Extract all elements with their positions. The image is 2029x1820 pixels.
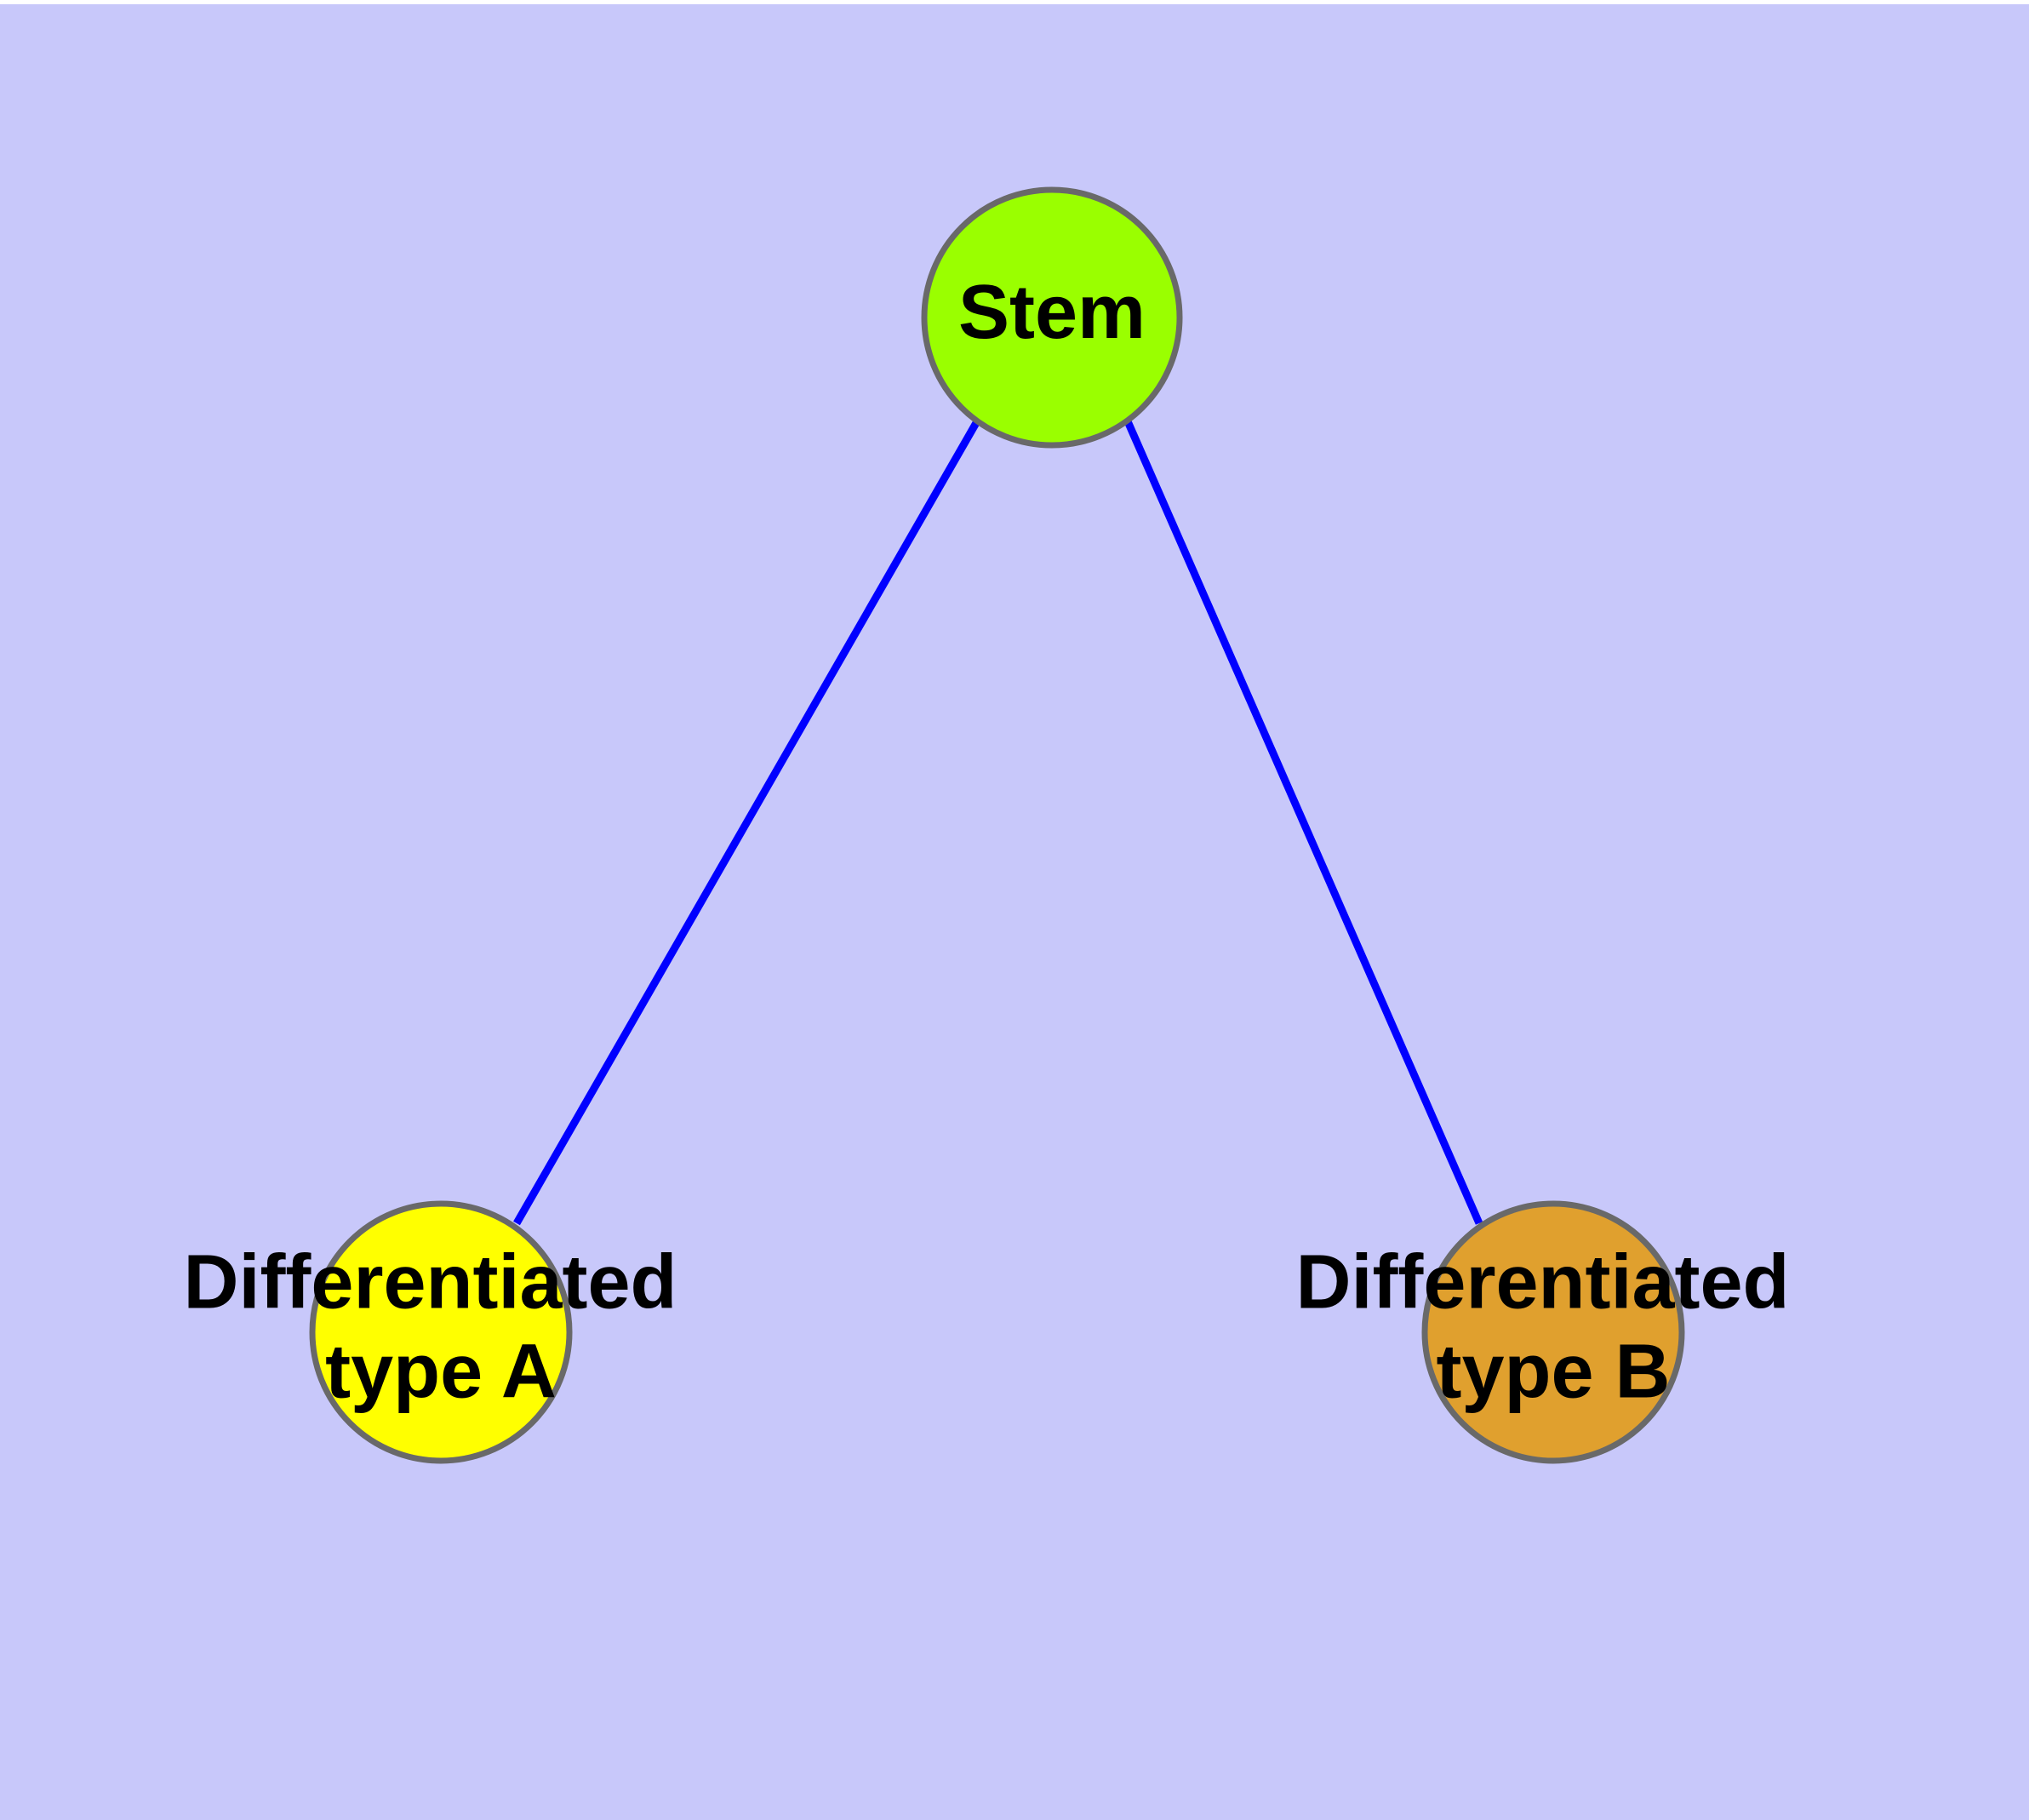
- node-differentiated-type-a-label-line-2: type A: [325, 1329, 557, 1414]
- node-differentiated-type-a-label: Differentiated type A: [183, 1239, 698, 1414]
- diagram-plot-area: Stem Differentiated type A Differentiate…: [0, 4, 2029, 1820]
- node-differentiated-type-a-circle[interactable]: [309, 1200, 573, 1464]
- node-differentiated-type-b-circle[interactable]: [1421, 1200, 1685, 1464]
- node-layer: [309, 186, 1685, 1464]
- graph-svg: Stem Differentiated type A Differentiate…: [183, 186, 1810, 1464]
- node-differentiated-type-b-label-line-1: Differentiated: [1295, 1239, 1789, 1325]
- label-layer: Stem Differentiated type A Differentiate…: [183, 270, 1810, 1415]
- edge-stem-to-differentiated-type-b[interactable]: [1123, 420, 1483, 1225]
- node-differentiated-type-b-label: Differentiated type B: [1295, 1239, 1810, 1414]
- edge-layer: [513, 419, 1483, 1226]
- node-stem-label: Stem: [958, 270, 1146, 355]
- node-differentiated-type-a-label-line-1: Differentiated: [183, 1239, 677, 1325]
- edge-stem-to-differentiated-type-a[interactable]: [513, 419, 980, 1226]
- node-stem-circle[interactable]: [921, 186, 1183, 449]
- node-differentiated-type-b-label-line-2: type B: [1436, 1329, 1670, 1414]
- node-stem-label-line-1: Stem: [958, 270, 1146, 355]
